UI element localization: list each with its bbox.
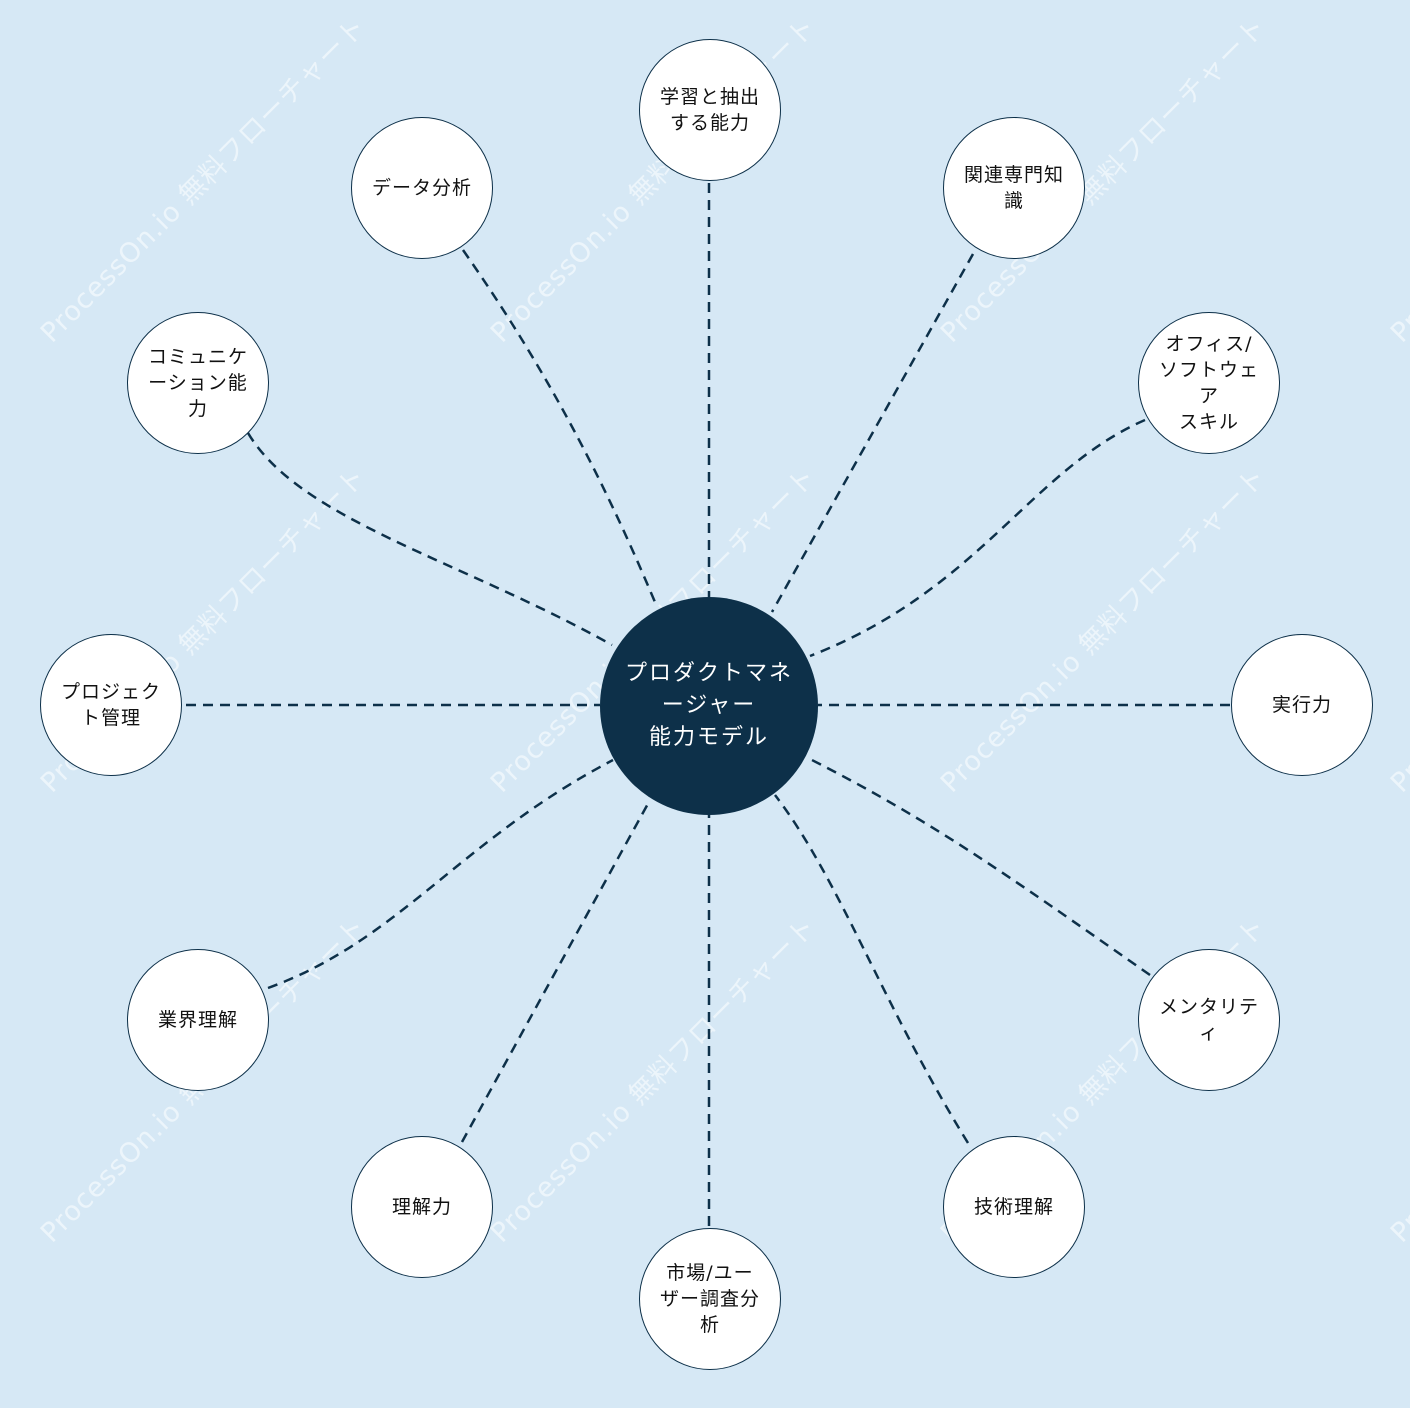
node-label: プロジェク ト管理 [60, 681, 161, 729]
node-understanding[interactable]: 理解力 [351, 1136, 493, 1278]
node-market[interactable]: 市場/ユー ザー調査分 析 [639, 1228, 781, 1370]
node-data[interactable]: データ分析 [351, 117, 493, 259]
node-label: オフィス/ ソフトウェ ア スキル [1158, 333, 1259, 433]
node-industry[interactable]: 業界理解 [127, 949, 269, 1091]
node-label: 理解力 [391, 1196, 452, 1218]
node-label: 市場/ユー ザー調査分 析 [659, 1262, 760, 1336]
node-label: 関連専門知 識 [963, 164, 1064, 212]
node-expertise[interactable]: 関連専門知 識 [943, 117, 1085, 259]
node-execution[interactable]: 実行力 [1231, 634, 1373, 776]
node-label: 技術理解 [973, 1196, 1054, 1218]
node-label: 学習と抽出 する能力 [659, 86, 760, 134]
node-office[interactable]: オフィス/ ソフトウェ ア スキル [1138, 312, 1280, 454]
node-label: 業界理解 [157, 1009, 238, 1031]
node-label: データ分析 [371, 177, 472, 199]
connector-communication [246, 432, 613, 647]
node-label: 実行力 [1271, 694, 1332, 716]
node-project[interactable]: プロジェク ト管理 [40, 634, 182, 776]
node-communication[interactable]: コミュニケ ーション能 力 [127, 312, 269, 454]
connector-data [461, 249, 659, 608]
node-label: コミュニケ ーション能 力 [147, 346, 248, 420]
connector-office [809, 418, 1146, 658]
center-node[interactable]: プロダクトマネ ージャー 能力モデル [600, 597, 818, 815]
connector-industry [267, 758, 614, 990]
connector-mentality [807, 756, 1151, 977]
node-label: メンタリテ ィ [1158, 996, 1259, 1044]
node-tech[interactable]: 技術理解 [943, 1136, 1085, 1278]
node-learning[interactable]: 学習と抽出 する能力 [639, 39, 781, 181]
center-label: プロダクトマネ ージャー 能力モデル [624, 661, 793, 750]
node-mentality[interactable]: メンタリテ ィ [1138, 949, 1280, 1091]
connector-tech [774, 794, 970, 1144]
connector-expertise [770, 253, 975, 613]
connector-understanding [460, 799, 652, 1143]
